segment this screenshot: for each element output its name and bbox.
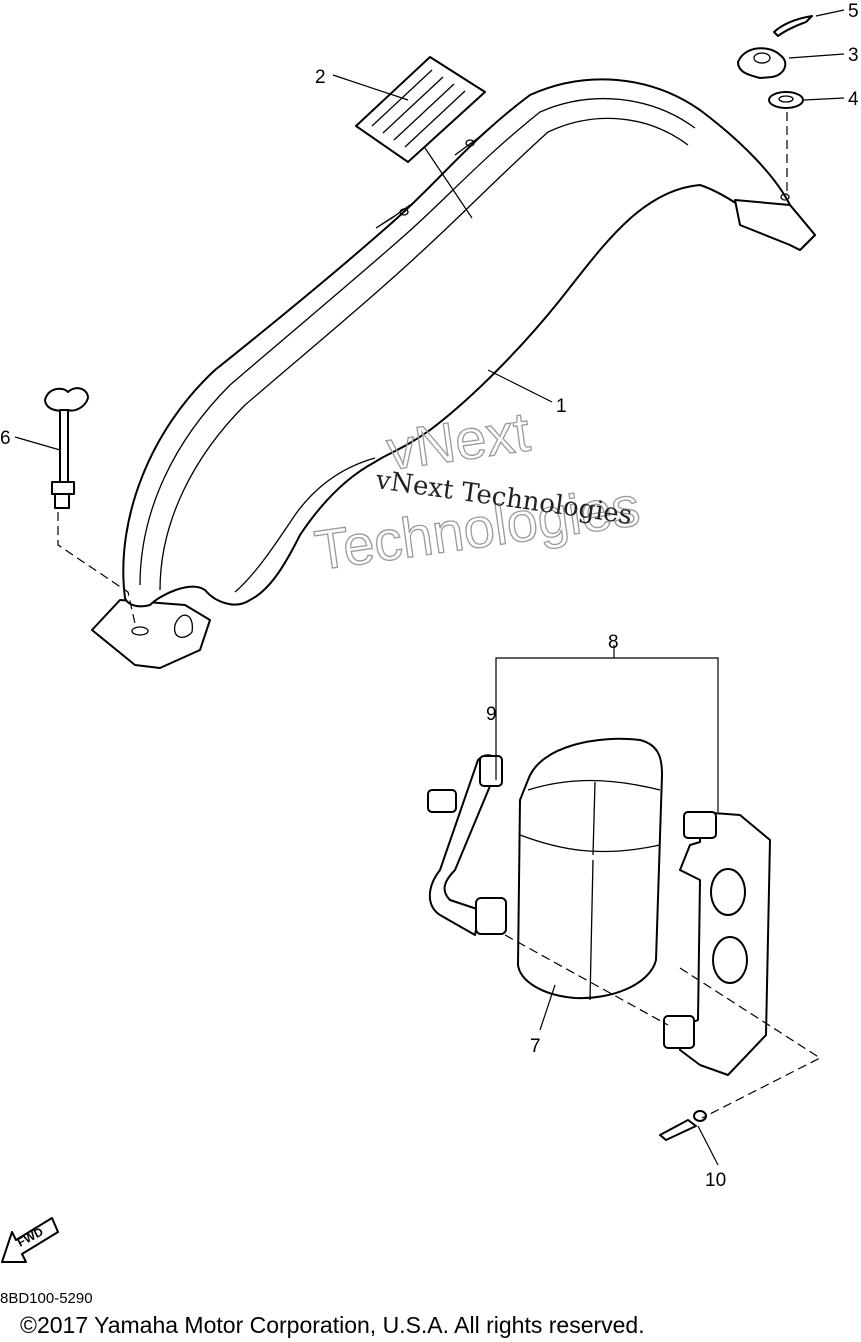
bolt-part-6 (44, 387, 89, 509)
fender-part-1 (91, 78, 816, 669)
callout-6: 6 (0, 428, 11, 449)
fwd-arrow: FWD (1, 1217, 59, 1263)
callout-4: 4 (848, 89, 859, 110)
nut-part-3 (737, 47, 787, 79)
strap-part-9 (427, 754, 507, 936)
bracket-part-8 (663, 811, 771, 1076)
callout-labels: 1 2 3 4 5 6 7 8 9 10 (0, 1, 859, 1191)
label-part-2 (355, 56, 486, 163)
reference-code: 8BD100-5290 (0, 1290, 93, 1307)
rivet-part-10 (659, 1110, 707, 1141)
container-part-7 (517, 737, 663, 1001)
copyright-notice: ©2017 Yamaha Motor Corporation, U.S.A. A… (20, 1312, 645, 1338)
leader-lines (14, 9, 845, 1166)
washer-part-4 (768, 91, 804, 109)
callout-3: 3 (848, 45, 859, 66)
callout-9: 9 (486, 704, 497, 725)
callout-8: 8 (608, 632, 619, 653)
callout-2: 2 (315, 67, 326, 88)
clip-part-5 (773, 15, 813, 37)
callout-7: 7 (530, 1036, 541, 1057)
callout-5: 5 (848, 1, 859, 22)
dashed-assembly-lines (57, 112, 822, 1119)
callout-1: 1 (556, 396, 567, 417)
callout-10: 10 (705, 1170, 726, 1191)
